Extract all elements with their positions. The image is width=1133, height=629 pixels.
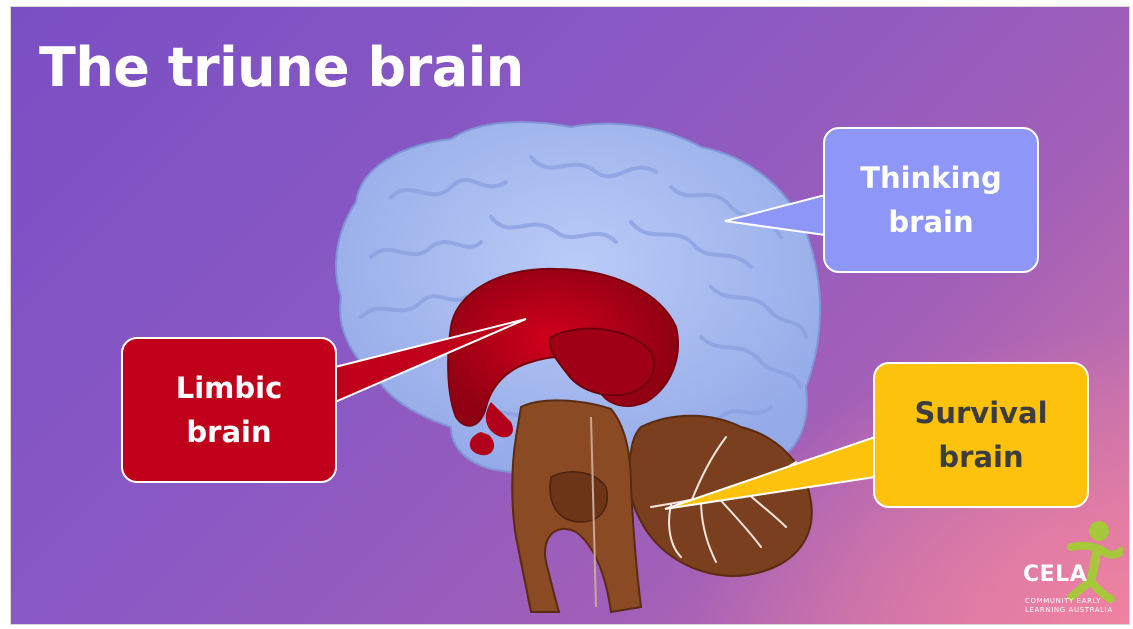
cela-logo: CELA COMMUNITY EARLY LEARNING AUSTRALIA [1011,517,1123,621]
limbic-brain-label: Limbic brain [176,366,283,454]
logo-wordmark: CELA [1023,562,1087,587]
brain-diagram [11,7,1129,624]
survival-brain-label: Survival brain [914,391,1047,479]
survival-brain-callout: Survival brain [873,362,1089,508]
logo-subtitle: COMMUNITY EARLY LEARNING AUSTRALIA [1025,597,1130,615]
thinking-brain-label: Thinking brain [860,156,1002,244]
slide: The triune brain [10,6,1130,625]
limbic-brain-callout: Limbic brain [121,337,337,483]
thinking-brain-callout: Thinking brain [823,127,1039,273]
brainstem [512,400,641,612]
